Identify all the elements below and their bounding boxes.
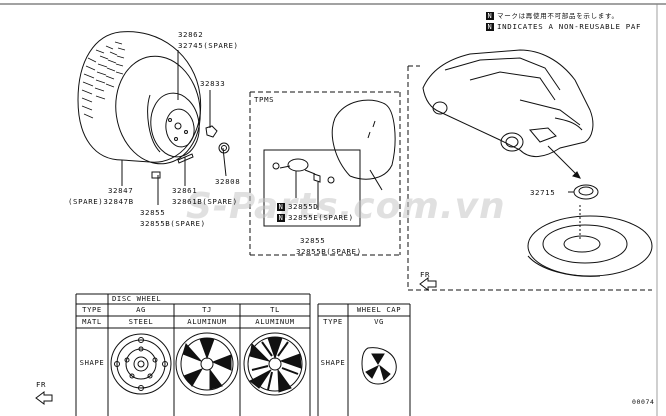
page-code: 00074 xyxy=(632,398,655,406)
tl-wheel-shape xyxy=(243,332,307,396)
callout-32861[interactable]: 32861 xyxy=(172,186,198,195)
n-mark: N xyxy=(277,203,285,211)
type-tj: TJ xyxy=(202,305,212,314)
callout-32715[interactable]: 32715 xyxy=(530,188,556,197)
callout-32833[interactable]: 32833 xyxy=(200,79,226,88)
matl-aluminum-tl: ALUMINUM xyxy=(255,317,295,326)
n-mark: N xyxy=(486,23,494,31)
callout-32862[interactable]: 32862 xyxy=(178,30,204,39)
n-mark: N xyxy=(486,12,494,20)
callout-32808[interactable]: 32808 xyxy=(215,177,241,186)
disc-wheel-matl-header: MATL xyxy=(82,317,102,326)
tj-wheel-shape xyxy=(175,332,239,396)
disc-wheel-title: DISC WHEEL xyxy=(112,294,162,303)
disc-wheel-type-header: TYPE xyxy=(82,305,102,314)
main-tire xyxy=(77,31,202,165)
fr-label-left: FR xyxy=(36,380,47,389)
spare-tire xyxy=(527,205,653,277)
vg-wheel-cap-shape xyxy=(361,347,397,385)
callout-32745[interactable]: 32745(SPARE) xyxy=(178,41,239,50)
type-tl: TL xyxy=(270,305,280,314)
matl-aluminum-tj: ALUMINUM xyxy=(187,317,227,326)
disc-wheel-shape-header: SHAPE xyxy=(79,358,105,367)
callout-32855[interactable]: 32855 xyxy=(140,208,166,217)
watermark: S-Parts.com.vn xyxy=(186,186,506,227)
fr-label-right: FR xyxy=(420,270,431,279)
steel-wheel-shape xyxy=(110,333,172,395)
callout-tpms-32855[interactable]: 32855 xyxy=(300,236,326,245)
callout-32861b[interactable]: 32861B(SPARE) xyxy=(172,197,238,206)
n-mark: N xyxy=(277,214,285,222)
tpms-box xyxy=(249,91,401,256)
tpms-title: TPMS xyxy=(254,95,275,104)
matl-steel: STEEL xyxy=(128,317,154,326)
callout-tpms-32855b[interactable]: 32855B(SPARE) xyxy=(296,247,362,256)
wheel-cap-title: WHEEL CAP xyxy=(356,305,402,314)
vehicle-outline xyxy=(422,49,594,157)
callout-32847b[interactable]: (SPARE)32847B xyxy=(68,197,134,206)
tread-pattern xyxy=(81,41,126,119)
callout-32847[interactable]: 32847 xyxy=(108,186,134,195)
wheel-cap-shape-header: SHAPE xyxy=(320,358,346,367)
wheel-cap-type-vg: VG xyxy=(374,317,384,326)
wheel-cap-type-header: TYPE xyxy=(323,317,343,326)
callout-32855b[interactable]: 32855B(SPARE) xyxy=(140,219,206,228)
type-ag: AG xyxy=(136,305,146,314)
